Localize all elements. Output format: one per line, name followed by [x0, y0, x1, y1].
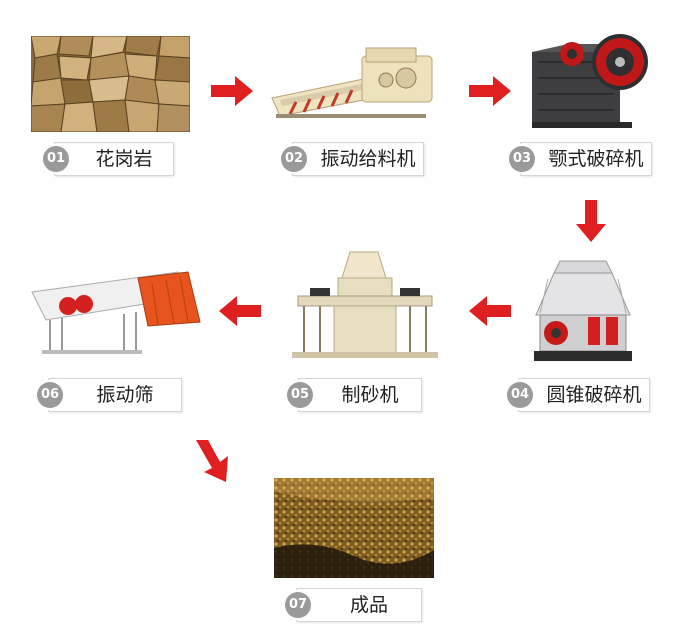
step-1-number-badge: 01 [43, 146, 69, 172]
step-4-number-badge: 04 [507, 382, 533, 408]
sand-making-machine-photo [290, 248, 440, 362]
step-7-number-badge: 07 [285, 592, 311, 618]
step-5-number-badge: 05 [287, 382, 313, 408]
step-2-label: 振动给料机 [320, 148, 416, 170]
step-1-label: 花岗岩 [95, 148, 153, 170]
step-2-label-box: 02 振动给料机 [281, 142, 424, 176]
step-6-label: 振动筛 [96, 384, 154, 406]
step-4-label: 圆锥破碎机 [546, 384, 642, 406]
finished-aggregate-photo [274, 478, 434, 578]
step-5-label-box: 05 制砂机 [287, 378, 422, 412]
step-3-label-box: 03 颚式破碎机 [509, 142, 652, 176]
arrow-down-right-icon [196, 440, 228, 482]
arrow-right-icon [211, 76, 253, 106]
granite-photo [31, 36, 190, 132]
vibrating-feeder-photo [266, 40, 446, 122]
step-3-label: 颚式破碎机 [548, 148, 644, 170]
step-4-label-box: 04 圆锥破碎机 [507, 378, 650, 412]
cone-crusher-photo [526, 255, 640, 365]
step-7-label: 成品 [349, 594, 388, 616]
vibrating-screen-photo [28, 262, 204, 358]
step-7-label-box: 07 成品 [285, 588, 422, 622]
arrow-down-icon [576, 200, 606, 242]
jaw-crusher-photo [528, 22, 652, 132]
step-6-label-box: 06 振动筛 [37, 378, 182, 412]
arrow-left-icon [469, 296, 511, 326]
step-1-label-box: 01 花岗岩 [43, 142, 174, 176]
arrow-left-icon [219, 296, 261, 326]
step-5-label: 制砂机 [341, 384, 399, 406]
step-6-number-badge: 06 [37, 382, 63, 408]
step-2-number-badge: 02 [281, 146, 307, 172]
arrow-right-icon [469, 76, 511, 106]
step-3-number-badge: 03 [509, 146, 535, 172]
